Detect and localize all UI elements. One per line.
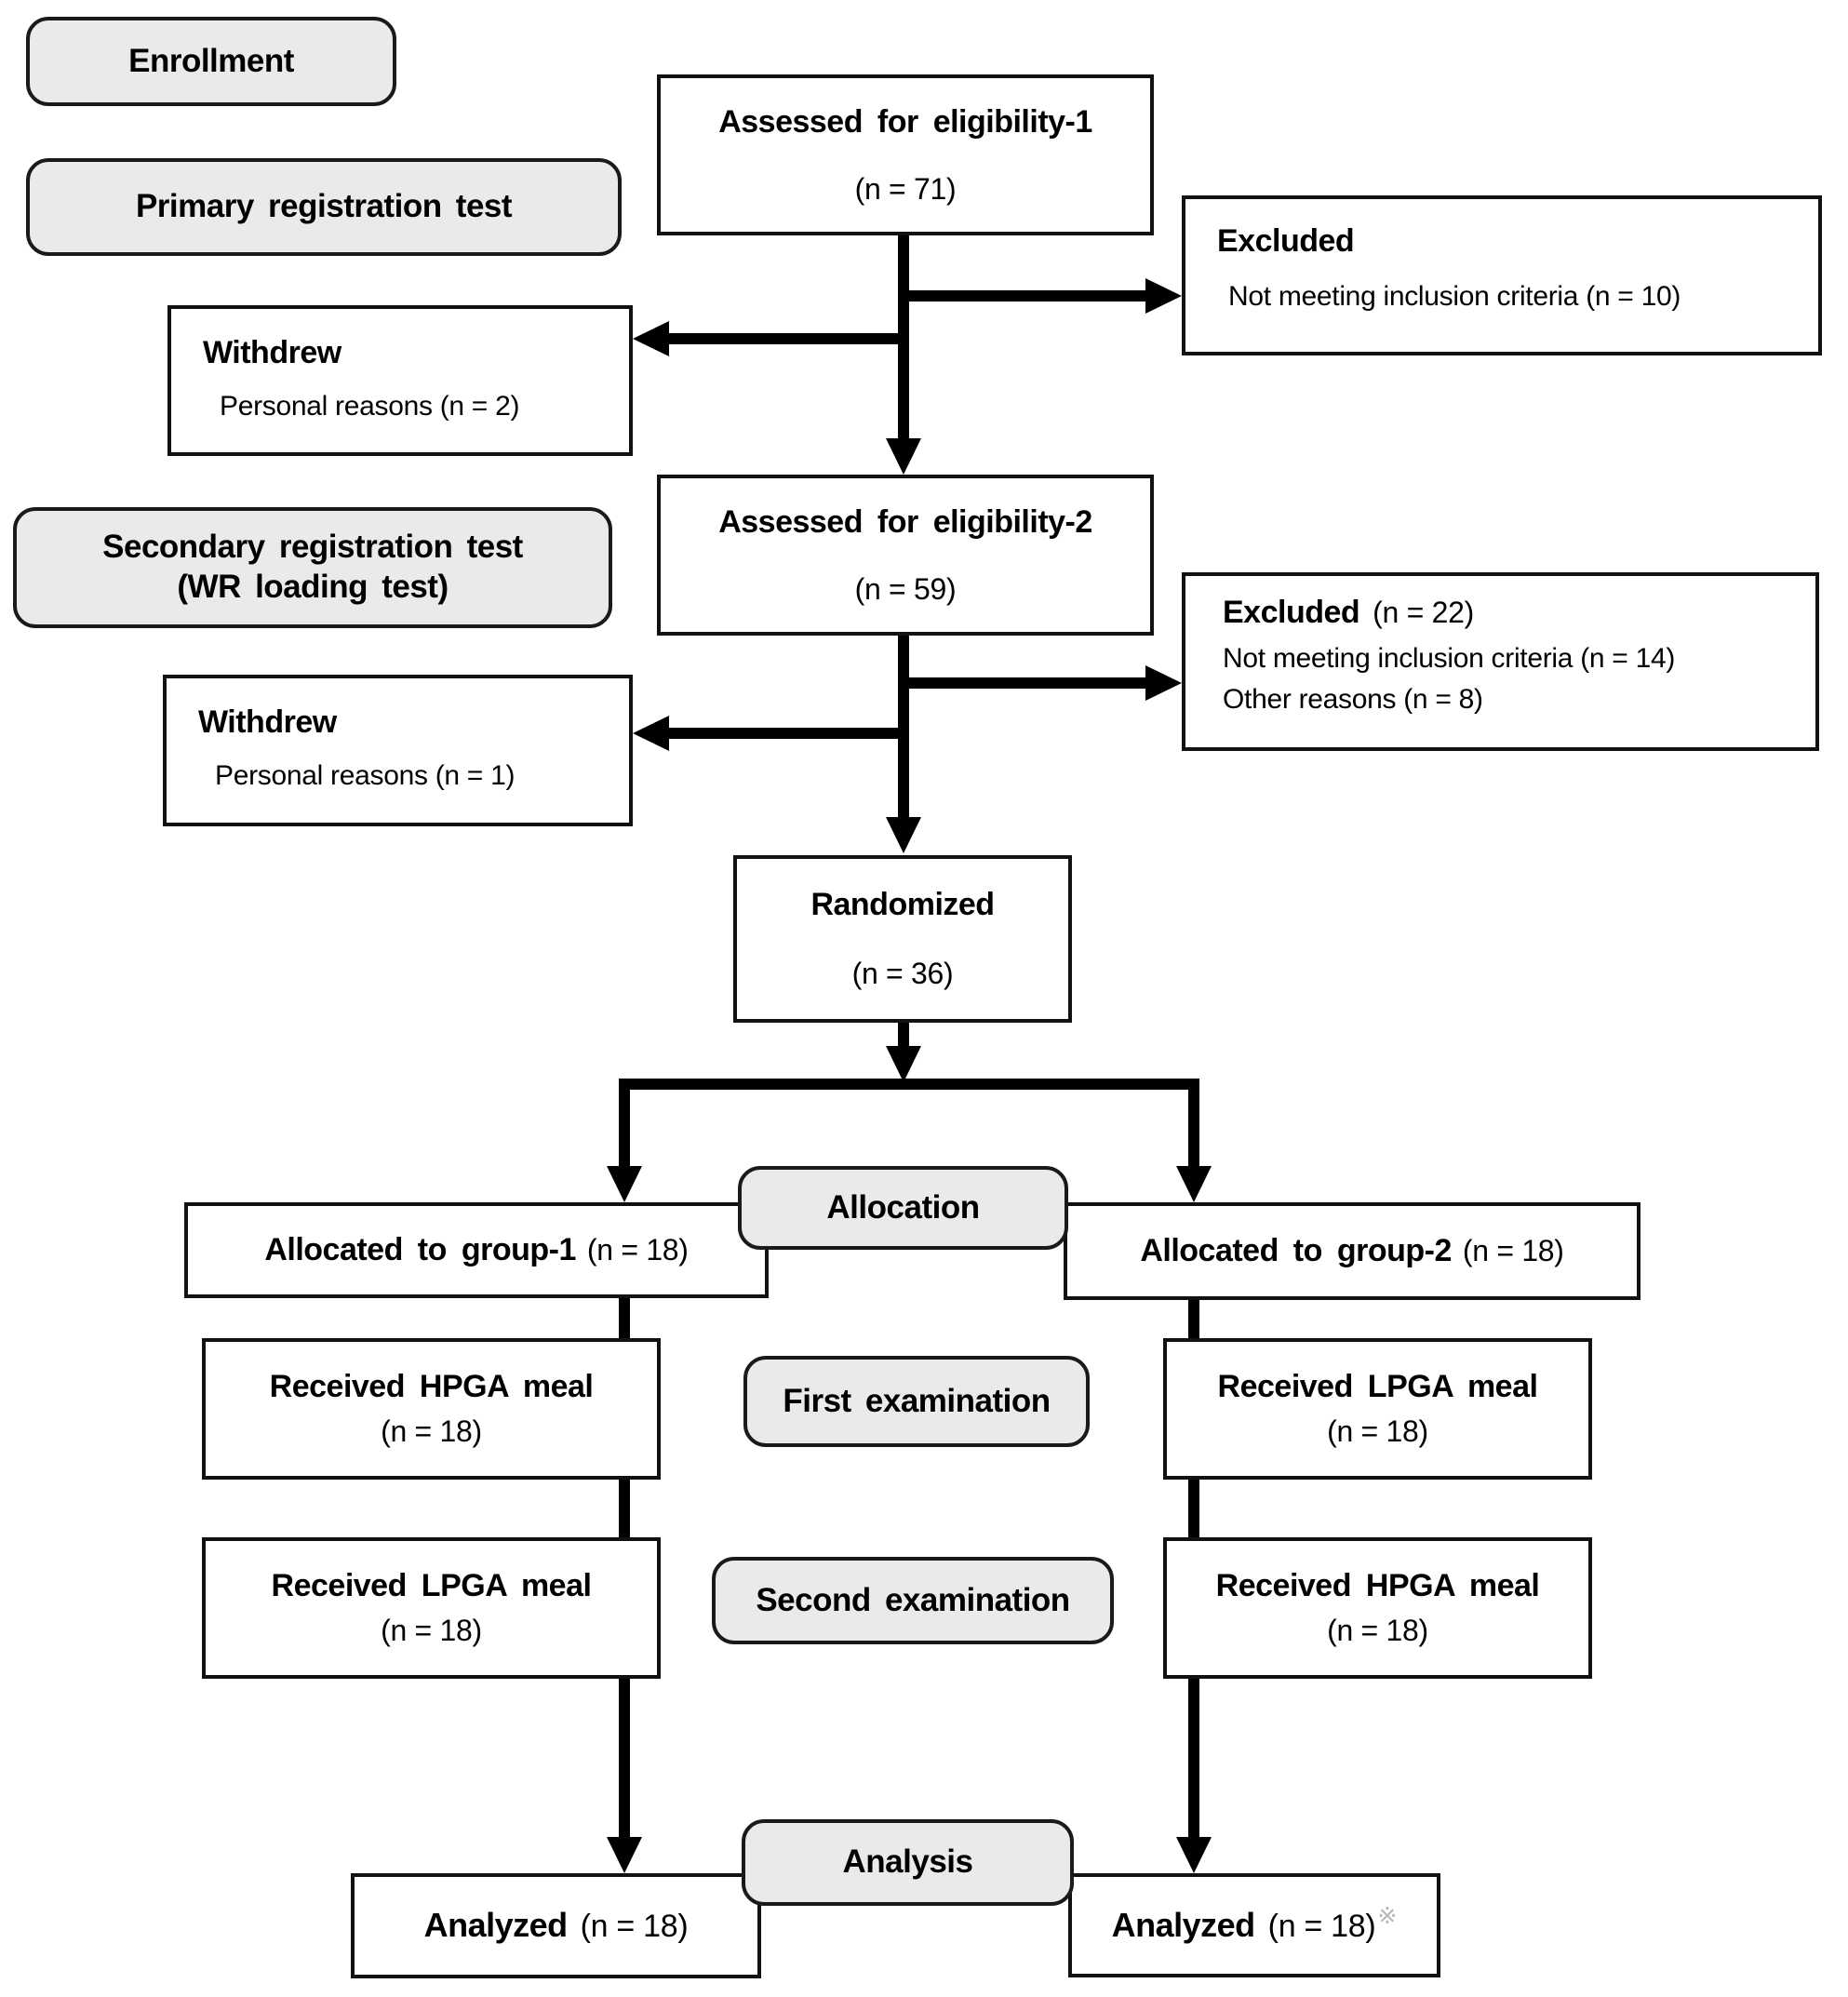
arrowhead-into-withdrew2 bbox=[633, 716, 669, 751]
excluded-2-box: Excluded (n = 22) Not meeting inclusion … bbox=[1182, 572, 1819, 751]
randomized-n: (n = 36) bbox=[851, 957, 954, 991]
assessed-eligibility-2-n: (n = 59) bbox=[854, 571, 957, 606]
stage-allocation-text: Allocation bbox=[826, 1188, 980, 1226]
stage-secondary-test-label: Secondary registration test (WR loading … bbox=[13, 507, 612, 628]
excluded-1-box: Excluded Not meeting inclusion criteria … bbox=[1182, 195, 1822, 355]
stage-allocation-label: Allocation bbox=[738, 1166, 1068, 1250]
connector-firstexam1-secondexam1 bbox=[619, 1480, 630, 1537]
second-exam-group2-box: Received HPGA meal (n = 18) bbox=[1163, 1537, 1592, 1679]
stage-enrollment-text: Enrollment bbox=[128, 42, 294, 79]
arrowhead-into-analyzed2 bbox=[1176, 1837, 1212, 1873]
arrowhead-into-excluded1 bbox=[1145, 278, 1182, 314]
arrowhead-split-junction bbox=[886, 1046, 921, 1082]
analyzed-group1-title: Analyzed bbox=[423, 1906, 569, 1945]
second-exam-group1-n: (n = 18) bbox=[381, 1614, 482, 1648]
arrowhead-into-analyzed1 bbox=[607, 1837, 642, 1873]
first-exam-group2-box: Received LPGA meal (n = 18) bbox=[1163, 1338, 1592, 1480]
first-exam-group1-box: Received HPGA meal (n = 18) bbox=[202, 1338, 661, 1480]
randomized-box: Randomized (n = 36) bbox=[733, 855, 1072, 1023]
connector-to-excluded2 bbox=[898, 677, 1145, 689]
allocated-group1-title: Allocated to group-1 bbox=[264, 1231, 576, 1267]
connector-to-withdrew2 bbox=[669, 728, 909, 739]
allocated-group2-n: (n = 18) bbox=[1462, 1233, 1564, 1267]
stage-primary-test-text: Primary registration test bbox=[135, 188, 513, 225]
arrowhead-into-assessed2 bbox=[886, 438, 921, 475]
first-exam-group1-title: Received HPGA meal bbox=[269, 1369, 594, 1405]
arrowhead-into-randomized bbox=[886, 817, 921, 853]
withdrew-1-reason: Personal reasons (n = 2) bbox=[220, 391, 520, 422]
excluded-2-titleline: Excluded (n = 22) bbox=[1223, 595, 1815, 631]
excluded-2-reason-2: Other reasons (n = 8) bbox=[1223, 683, 1483, 715]
stage-primary-test-label: Primary registration test bbox=[26, 158, 622, 256]
stage-enrollment-label: Enrollment bbox=[26, 17, 396, 106]
first-exam-group2-title: Received LPGA meal bbox=[1217, 1369, 1538, 1405]
assessed-eligibility-1-n: (n = 71) bbox=[854, 171, 957, 206]
first-exam-group1-n: (n = 18) bbox=[381, 1414, 482, 1449]
allocated-group1-n: (n = 18) bbox=[586, 1232, 689, 1267]
connector-firstexam2-secondexam2 bbox=[1188, 1480, 1199, 1537]
excluded-2-title: Excluded bbox=[1223, 595, 1360, 630]
connector-secondexam1-analyzed1 bbox=[619, 1679, 630, 1839]
stage-analysis-text: Analysis bbox=[842, 1843, 973, 1881]
stage-first-examination-text: First examination bbox=[783, 1382, 1051, 1419]
allocated-group1-line: Allocated to group-1 (n = 18) bbox=[264, 1231, 689, 1268]
assessed-eligibility-2-title: Assessed for eligibility-2 bbox=[718, 503, 1092, 540]
split-drop-left bbox=[619, 1079, 630, 1168]
split-bar bbox=[619, 1079, 1199, 1090]
connector-randomized-split bbox=[898, 1023, 909, 1051]
allocated-group1-box: Allocated to group-1 (n = 18) bbox=[184, 1202, 769, 1298]
randomized-title: Randomized bbox=[810, 887, 995, 923]
stage-second-examination-label: Second examination bbox=[712, 1557, 1114, 1644]
connector-allocated1-firstexam1 bbox=[619, 1298, 630, 1338]
withdrew-2-box: Withdrew Personal reasons (n = 1) bbox=[163, 675, 633, 826]
connector-to-withdrew1 bbox=[669, 333, 909, 344]
analyzed-group2-title: Analyzed bbox=[1111, 1905, 1256, 1944]
withdrew-1-box: Withdrew Personal reasons (n = 2) bbox=[167, 305, 633, 456]
analyzed-group2-line: Analyzed (n = 18) ※ bbox=[1111, 1903, 1398, 1945]
excluded-1-reason: Not meeting inclusion criteria (n = 10) bbox=[1228, 281, 1681, 313]
connector-secondexam2-analyzed2 bbox=[1188, 1679, 1199, 1839]
connector-allocated2-firstexam2 bbox=[1188, 1300, 1199, 1338]
stage-first-examination-label: First examination bbox=[743, 1356, 1090, 1447]
allocated-group2-box: Allocated to group-2 (n = 18) bbox=[1064, 1202, 1640, 1300]
withdrew-2-title: Withdrew bbox=[198, 704, 337, 740]
allocated-group2-title: Allocated to group-2 bbox=[1140, 1232, 1452, 1268]
stage-secondary-test-text-line1: Secondary registration test bbox=[102, 529, 523, 566]
excluded-1-title: Excluded bbox=[1217, 223, 1355, 259]
withdrew-1-title: Withdrew bbox=[203, 335, 341, 370]
arrowhead-into-allocated2 bbox=[1176, 1166, 1212, 1202]
withdrew-2-reason: Personal reasons (n = 1) bbox=[215, 760, 516, 792]
connector-to-excluded1 bbox=[898, 290, 1145, 302]
stage-analysis-label: Analysis bbox=[742, 1819, 1074, 1906]
excluded-2-reason-1: Not meeting inclusion criteria (n = 14) bbox=[1223, 643, 1676, 675]
first-exam-group2-n: (n = 18) bbox=[1327, 1414, 1428, 1449]
arrowhead-into-withdrew1 bbox=[633, 321, 669, 356]
analyzed-group2-footnote-mark: ※ bbox=[1377, 1902, 1398, 1929]
second-exam-group1-box: Received LPGA meal (n = 18) bbox=[202, 1537, 661, 1679]
second-exam-group1-title: Received LPGA meal bbox=[271, 1568, 592, 1604]
arrowhead-into-allocated1 bbox=[607, 1166, 642, 1202]
allocated-group2-line: Allocated to group-2 (n = 18) bbox=[1140, 1232, 1564, 1269]
analyzed-group2-box: Analyzed (n = 18) ※ bbox=[1068, 1873, 1440, 1977]
second-exam-group2-title: Received HPGA meal bbox=[1215, 1568, 1540, 1604]
assessed-eligibility-2-box: Assessed for eligibility-2 (n = 59) bbox=[657, 475, 1154, 636]
stage-second-examination-text: Second examination bbox=[756, 1581, 1070, 1618]
assessed-eligibility-1-title: Assessed for eligibility-1 bbox=[718, 103, 1092, 140]
arrowhead-into-excluded2 bbox=[1145, 665, 1182, 701]
stage-secondary-test-text-line2: (WR loading test) bbox=[177, 569, 449, 605]
excluded-2-n: (n = 22) bbox=[1373, 596, 1474, 629]
analyzed-group1-n: (n = 18) bbox=[580, 1909, 689, 1945]
second-exam-group2-n: (n = 18) bbox=[1327, 1614, 1428, 1648]
analyzed-group1-line: Analyzed (n = 18) bbox=[424, 1906, 689, 1945]
analyzed-group2-n: (n = 18) bbox=[1267, 1908, 1376, 1944]
split-drop-right bbox=[1188, 1079, 1199, 1168]
analyzed-group1-box: Analyzed (n = 18) bbox=[351, 1873, 761, 1978]
assessed-eligibility-1-box: Assessed for eligibility-1 (n = 71) bbox=[657, 74, 1154, 235]
